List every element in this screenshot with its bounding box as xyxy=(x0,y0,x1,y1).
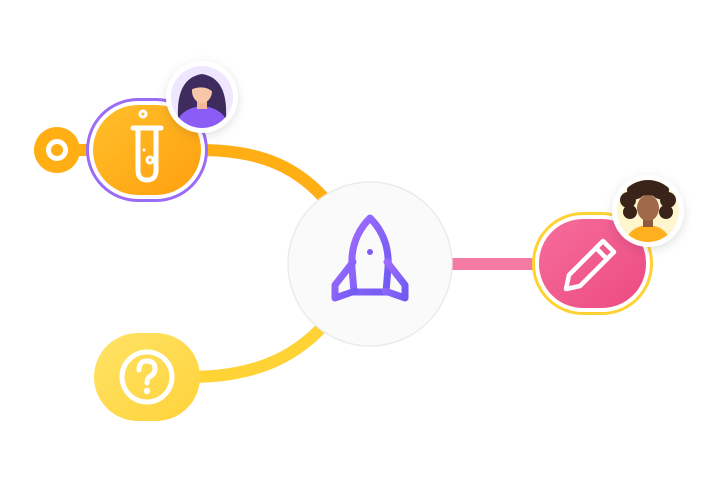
man-avatar xyxy=(612,175,684,247)
pencil-icon xyxy=(563,238,617,292)
rocket-icon xyxy=(331,214,409,309)
question-circle-icon xyxy=(119,349,175,405)
center-rocket-node[interactable] xyxy=(287,181,453,347)
node-edit[interactable] xyxy=(532,212,653,315)
connector-experiment xyxy=(194,144,336,211)
node-experiment[interactable] xyxy=(86,98,208,202)
woman-avatar xyxy=(166,61,238,133)
start-handle[interactable] xyxy=(34,127,80,173)
node-question[interactable] xyxy=(94,333,200,421)
connector-question xyxy=(184,312,336,383)
test-tube-icon xyxy=(130,109,164,183)
